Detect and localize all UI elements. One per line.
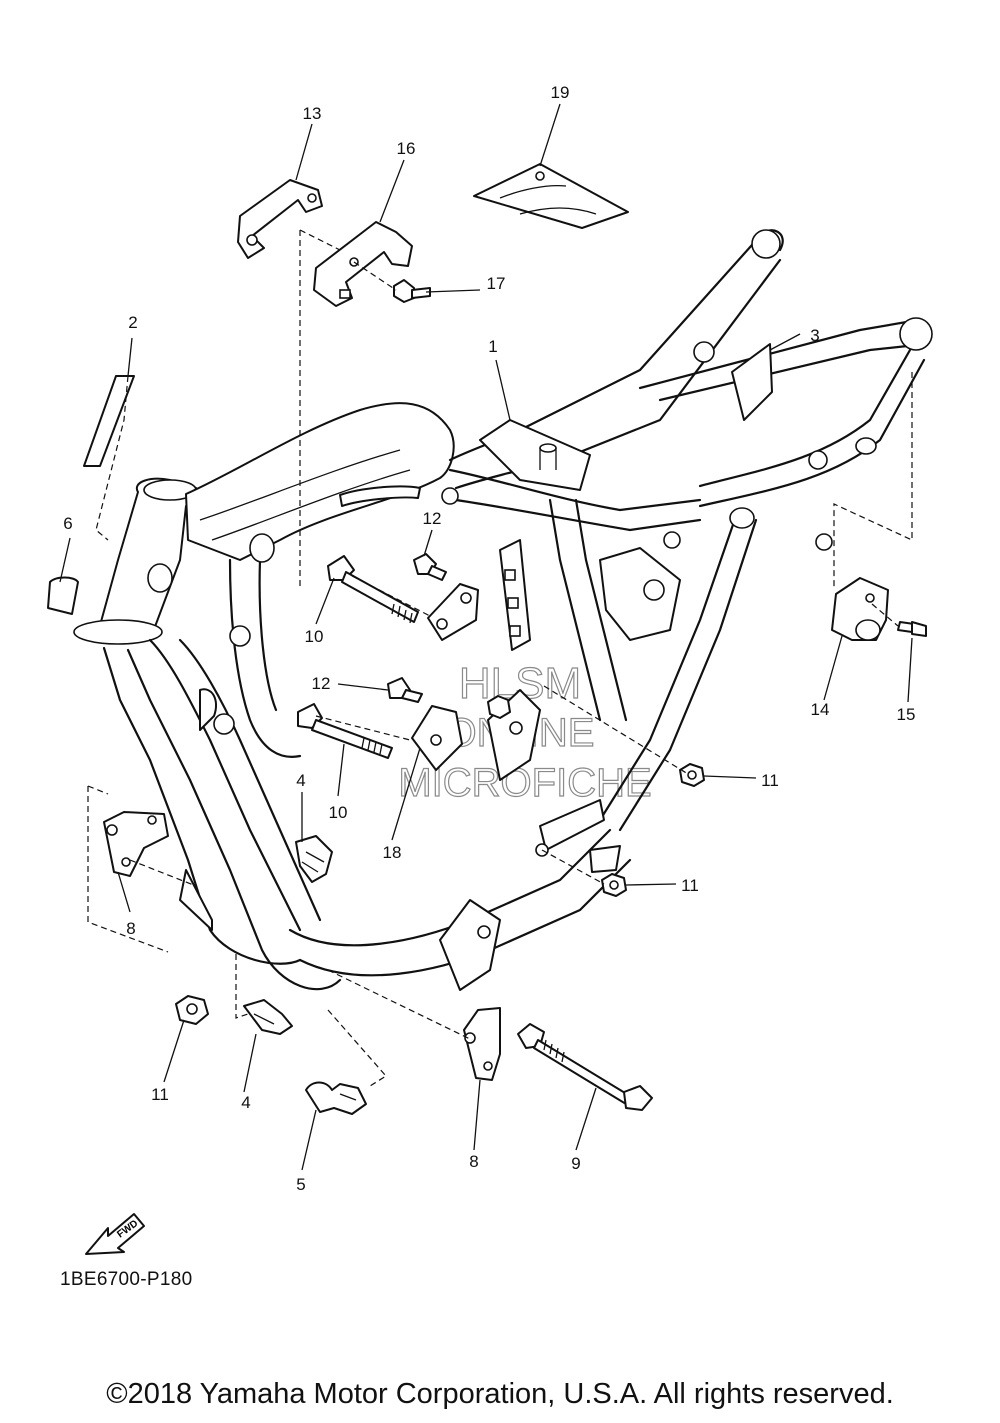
part-13-bracket: [237, 179, 323, 259]
watermark-line-3: MICROFICHE: [398, 761, 651, 805]
callout-10-upper: 10: [305, 627, 324, 646]
callout-19: 19: [551, 83, 570, 102]
callout-16: 16: [397, 139, 416, 158]
callout-13: 13: [303, 104, 322, 123]
part-11-nut-right-lower: [601, 873, 627, 897]
callout-15: 15: [897, 705, 916, 724]
diagram-code: 1BE6700-P180: [60, 1269, 193, 1290]
callout-10-lower: 10: [329, 803, 348, 822]
part-3-plate: [731, 343, 773, 421]
part-4-clamp-lower: [243, 999, 293, 1035]
part-8-bracket-lower: [463, 1007, 501, 1081]
copyright-notice: ©2018 Yamaha Motor Corporation, U.S.A. A…: [106, 1378, 894, 1410]
main-frame: [73, 229, 933, 991]
part-8-bracket-left: [103, 811, 169, 877]
part-2-label: [83, 375, 135, 541]
callout-5: 5: [296, 1175, 305, 1194]
part-11-nut-center: [487, 695, 511, 719]
part-4-clamp-upper: [295, 835, 333, 883]
part-19-pad: [473, 163, 629, 229]
part-16-bracket: [313, 221, 413, 307]
part-11-nut-right-upper: [679, 763, 705, 787]
part-10-bolt-lower: [297, 703, 393, 759]
callout-4-lower: 4: [241, 1093, 250, 1112]
callout-9: 9: [571, 1154, 580, 1173]
part-18-plate-lower: [411, 705, 463, 771]
callout-1: 1: [488, 337, 497, 356]
callout-11-lower-right: 11: [681, 876, 699, 895]
part-5-clamp: [305, 1081, 367, 1115]
callout-11-upper-right: 11: [761, 771, 779, 790]
part-6-label: [47, 576, 79, 615]
leader-lines: [59, 103, 913, 1171]
callout-2: 2: [128, 313, 137, 332]
callout-4-upper: 4: [296, 771, 305, 790]
callout-8-lower: 8: [469, 1152, 478, 1171]
part-17-bolt: [393, 279, 431, 303]
callout-11-left: 11: [151, 1085, 169, 1104]
callout-14: 14: [811, 700, 830, 719]
callouts: 1 2 3 4 4 5 6 8 8 9 10 10 11 11 11 11 12…: [63, 83, 915, 1194]
part-12-bolt-upper: [413, 553, 447, 581]
part-18-plate-upper: [427, 583, 479, 641]
part-15-bolt: [897, 621, 927, 637]
callout-6: 6: [63, 514, 72, 533]
part-9-bolt: [517, 1023, 653, 1111]
fwd-arrow-icon: FWD: [85, 1213, 145, 1255]
part-11-nut-left: [175, 995, 209, 1025]
callout-8-left: 8: [126, 919, 135, 938]
assembly-lines: [87, 229, 913, 1087]
part-10-bolt-upper: [327, 555, 419, 624]
callout-12-lower: 12: [312, 674, 331, 693]
callout-17: 17: [487, 274, 506, 293]
callout-12-upper: 12: [423, 509, 442, 528]
callout-18: 18: [383, 843, 402, 862]
callout-3: 3: [810, 326, 819, 345]
part-14-damper: [831, 577, 889, 641]
part-12-bolt-lower: [387, 677, 423, 703]
